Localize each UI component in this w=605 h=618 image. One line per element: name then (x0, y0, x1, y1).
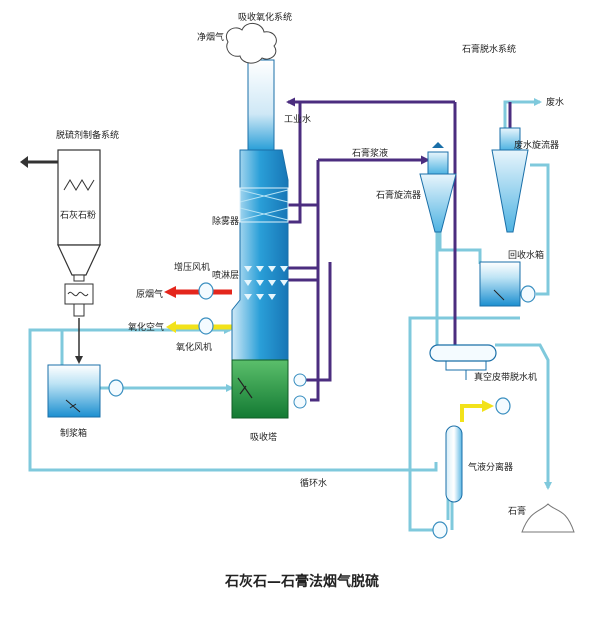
slurry-lines (286, 97, 512, 402)
label-return-water-tank: 回收水箱 (508, 249, 544, 261)
gypsum-pile (521, 503, 575, 533)
label-gypsum-dewatering-system: 石膏脱水系统 (462, 43, 516, 55)
label-desulfurizer-prep-system: 脱硫剂制备系统 (56, 129, 119, 141)
return-pump (520, 285, 536, 303)
waste-cyclone-unit (491, 127, 529, 233)
oxidation-fan (198, 317, 214, 335)
label-vacuum-belt-filter: 真空皮带脱水机 (474, 371, 537, 383)
spray-nozzles (244, 266, 288, 300)
label-spray-layer: 喷淋层 (212, 269, 239, 281)
gypsum-cyclone-unit (419, 142, 457, 233)
label-gypsum-slurry: 石膏浆液 (352, 147, 388, 159)
label-absorber: 吸收塔 (250, 431, 277, 443)
booster-fan (198, 282, 214, 300)
vacuum-belt-filter-unit (429, 344, 497, 380)
label-demister: 除雾器 (212, 215, 239, 227)
tower-body (231, 149, 289, 381)
label-raw-flue-gas: 原烟气 (136, 288, 163, 300)
slurry-tank (47, 364, 101, 418)
label-oxidation-air: 氧化空气 (128, 321, 164, 333)
label-limestone-bin: 石灰石粉 (60, 209, 96, 221)
absorber-tower (231, 59, 307, 419)
label-gypsum: 石膏 (508, 505, 526, 517)
label-slurry-tank: 制浆箱 (60, 427, 87, 439)
gas-liquid-separator-unit (445, 425, 463, 503)
separator-pump (432, 521, 448, 539)
fans (108, 282, 536, 539)
belt-fan (495, 397, 511, 415)
label-absorb-oxidation-system: 吸收氧化系统 (238, 11, 292, 23)
green-slurry-pool (231, 359, 289, 419)
label-waste-water: 废水 (546, 96, 564, 108)
absorber-pumps (293, 373, 307, 409)
diagram-title: 石灰石—石膏法烟气脱硫 (224, 573, 379, 590)
label-waste-water-cyclone: 废水旋流器 (514, 139, 559, 151)
label-oxidation-fan: 氧化风机 (176, 341, 212, 353)
labels: 吸收氧化系统 净烟气 石膏脱水系统 废水 工业水 废水旋流器 脱硫剂制备系统 石… (56, 11, 564, 590)
return-water-tank (479, 261, 521, 307)
demister-element (239, 187, 289, 223)
feeder (64, 283, 94, 305)
label-gypsum-cyclone: 石膏旋流器 (376, 189, 421, 201)
label-booster-fan: 增压风机 (174, 261, 210, 273)
limestone-silo (20, 149, 101, 364)
label-gas-liquid-separator: 气液分离器 (468, 461, 513, 473)
stack (247, 59, 275, 151)
slurry-pump (108, 379, 124, 397)
clean-gas-cloud (226, 23, 277, 64)
label-clean-flue-gas: 净烟气 (197, 31, 224, 43)
label-industrial-water: 工业水 (284, 113, 311, 125)
label-circulating-water: 循环水 (300, 477, 327, 489)
